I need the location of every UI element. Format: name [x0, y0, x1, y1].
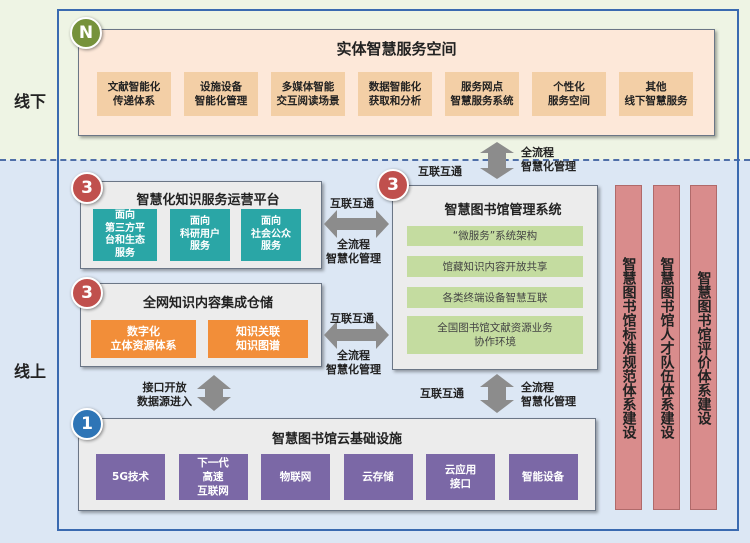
- platform-item: 面向科研用户服务: [170, 209, 230, 261]
- outer-frame: [57, 9, 739, 531]
- cloud-infra-box: 智慧图书馆云基础设施 5G技术下一代高速互联网物联网云存储云应用接口智能设备: [78, 418, 596, 511]
- badge-n: N: [70, 17, 102, 49]
- infra-item: 5G技术: [96, 454, 165, 500]
- zone-divider: [0, 159, 750, 161]
- label-bottom-link: 互联互通: [420, 387, 464, 400]
- system-item: 各类终端设备智慧互联: [407, 287, 583, 308]
- badge-3-system: 3: [377, 169, 409, 201]
- physical-item: 多媒体智能交互阅读场景: [271, 72, 345, 116]
- knowledge-platform-title: 智慧化知识服务运营平台: [136, 193, 280, 208]
- system-column: 智慧图书馆人才队伍体系建设: [653, 185, 680, 510]
- knowledge-storage-title: 全网知识内容集成仓储: [142, 296, 273, 311]
- badge-3-platform: 3: [71, 172, 103, 204]
- physical-item: 个性化服务空间: [532, 72, 606, 116]
- platform-item: 面向社会公众服务: [241, 209, 301, 261]
- library-system-box: 智慧图书馆管理系统 “微服务”系统架构馆藏知识内容开放共享各类终端设备智慧互联全…: [392, 185, 598, 370]
- knowledge-storage-box: 全网知识内容集成仓储 数字化立体资源体系知识关联知识图谱: [80, 283, 322, 367]
- label-mid2-link: 互联互通: [330, 312, 374, 325]
- physical-space-title: 实体智慧服务空间: [336, 40, 457, 58]
- library-system-title: 智慧图书馆管理系统: [444, 203, 562, 218]
- storage-item: 知识关联知识图谱: [208, 320, 308, 358]
- arrow-vertical-top: [480, 142, 514, 179]
- label-mid1-link: 互联互通: [330, 197, 374, 210]
- system-column: 智慧图书馆标准规范体系建设: [615, 185, 642, 510]
- arrow-vertical-left: [197, 375, 231, 411]
- infra-item: 物联网: [261, 454, 330, 500]
- label-top-process: 全流程智慧化管理: [521, 146, 576, 173]
- arrow-horizontal-2: [324, 321, 389, 349]
- label-interface: 接口开放数据源进入: [137, 381, 192, 408]
- knowledge-platform-box: 智慧化知识服务运营平台 面向第三方平台和生态服务面向科研用户服务面向社会公众服务: [80, 181, 322, 269]
- system-column: 智慧图书馆评价体系建设: [690, 185, 717, 510]
- online-label: 线上: [14, 362, 47, 381]
- arrow-horizontal-1: [324, 210, 389, 238]
- badge-1: 1: [71, 408, 103, 440]
- label-top-link: 互联互通: [418, 165, 462, 178]
- physical-item: 数据智能化获取和分析: [358, 72, 432, 116]
- physical-item: 服务网点智慧服务系统: [445, 72, 519, 116]
- physical-space-box: 实体智慧服务空间 文献智能化传递体系设施设备智能化管理多媒体智能交互阅读场景数据…: [78, 29, 715, 136]
- physical-item: 文献智能化传递体系: [97, 72, 171, 116]
- infra-item: 云存储: [343, 454, 413, 500]
- physical-item: 其他线下智慧服务: [619, 72, 693, 116]
- label-bottom-process: 全流程智慧化管理: [521, 381, 576, 408]
- infra-item: 下一代高速互联网: [178, 454, 248, 500]
- cloud-infra-title: 智慧图书馆云基础设施: [271, 432, 402, 447]
- label-mid1-process: 全流程智慧化管理: [326, 238, 381, 265]
- system-item: “微服务”系统架构: [407, 226, 583, 246]
- badge-3-storage: 3: [71, 277, 103, 309]
- arrow-vertical-right: [480, 374, 514, 413]
- system-item: 馆藏知识内容开放共享: [407, 256, 583, 277]
- storage-item: 数字化立体资源体系: [91, 320, 196, 358]
- physical-item: 设施设备智能化管理: [184, 72, 258, 116]
- system-item: 全国图书馆文献资源业务协作环境: [407, 316, 583, 354]
- offline-label: 线下: [14, 92, 47, 111]
- infra-item: 云应用接口: [426, 454, 495, 500]
- infra-item: 智能设备: [508, 454, 578, 500]
- platform-item: 面向第三方平台和生态服务: [93, 209, 157, 261]
- label-mid2-process: 全流程智慧化管理: [326, 349, 381, 376]
